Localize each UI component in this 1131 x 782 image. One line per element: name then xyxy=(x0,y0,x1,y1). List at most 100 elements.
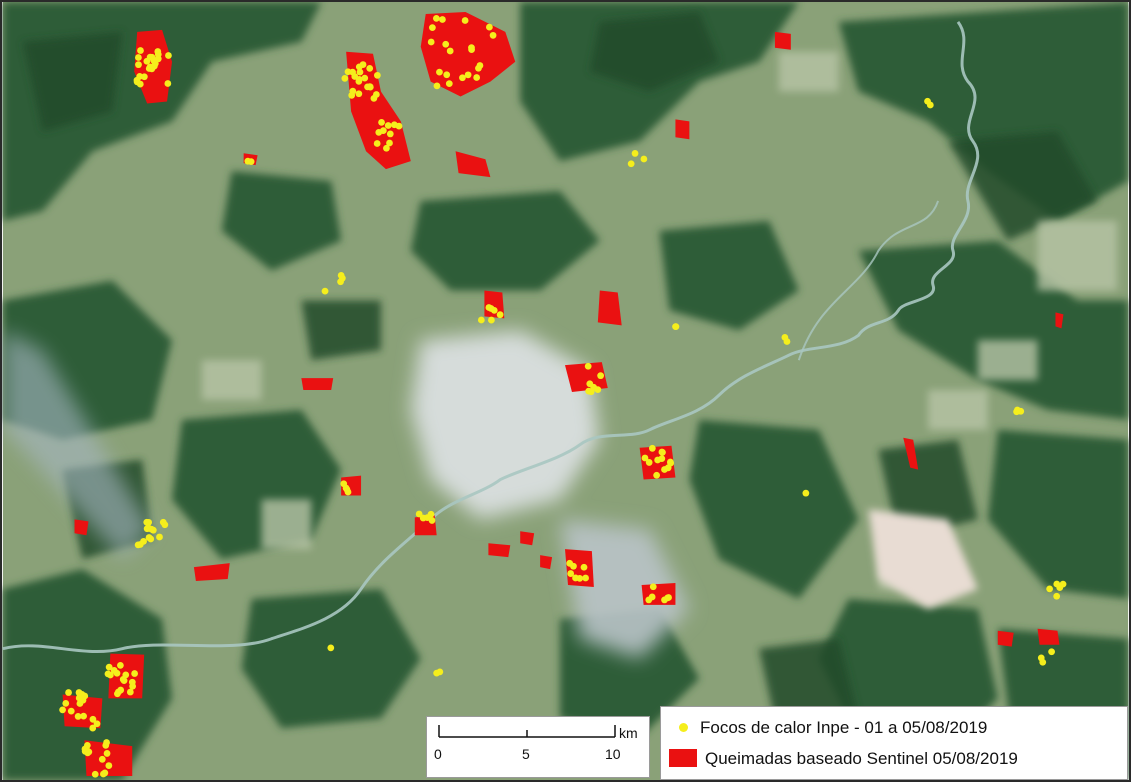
hotspot-point xyxy=(84,749,92,757)
hotspot-point xyxy=(1056,584,1064,591)
hotspot-point xyxy=(135,54,142,61)
hotspot-point xyxy=(468,46,475,53)
burned-area xyxy=(1037,628,1060,645)
hotspot-point xyxy=(473,74,481,81)
hotspot-point xyxy=(429,24,436,32)
hotspot-point xyxy=(477,316,485,324)
hotspot-point xyxy=(126,688,134,696)
hotspot-point xyxy=(1053,592,1061,600)
hotspot-point xyxy=(590,383,598,391)
hotspot-point xyxy=(383,144,390,152)
hotspot-point xyxy=(67,707,75,715)
hotspot-point xyxy=(327,644,335,652)
burned-area xyxy=(997,630,1014,647)
scale-unit: km xyxy=(619,725,638,741)
burned-area xyxy=(1055,312,1064,329)
hotspot-point xyxy=(415,510,423,518)
smoke-haze xyxy=(2,330,153,560)
hotspot-point xyxy=(135,61,142,69)
hotspot-point xyxy=(439,16,446,23)
hotspot-point xyxy=(459,74,466,82)
hotspot-point xyxy=(666,458,674,466)
hotspot-point xyxy=(665,594,672,601)
map-legend: Focos de calor Inpe - 01 a 05/08/2019 Qu… xyxy=(660,706,1128,780)
hotspot-point xyxy=(81,692,89,700)
hotspot-point xyxy=(379,127,387,135)
hotspot-point xyxy=(136,73,144,80)
sandy-field xyxy=(868,509,978,609)
hotspot-point xyxy=(165,52,172,59)
burned-area xyxy=(301,378,334,391)
hotspot-point xyxy=(443,71,451,79)
hotspot-point xyxy=(89,724,97,732)
hotspot-point xyxy=(373,71,381,79)
scale-bar-graphic xyxy=(438,725,616,738)
hotspot-point xyxy=(104,670,112,678)
burned-area xyxy=(565,362,608,392)
hotspot-point xyxy=(62,700,70,707)
legend-burned-label: Queimadas baseado Sentinel 05/08/2019 xyxy=(705,748,1018,768)
burned-area xyxy=(520,531,535,546)
hotspot-point xyxy=(247,158,255,165)
hotspot-point xyxy=(496,311,504,319)
hotspot-point xyxy=(89,715,97,723)
hotspot-point xyxy=(432,15,440,22)
hotspot-point xyxy=(337,278,344,286)
scale-tick-10: 10 xyxy=(605,746,621,762)
hotspot-point xyxy=(386,130,394,138)
hotspot-point xyxy=(1048,648,1055,656)
legend-hotspots-label: Focos de calor Inpe - 01 a 05/08/2019 xyxy=(700,718,988,737)
hotspot-point xyxy=(641,454,649,462)
hotspot-point xyxy=(74,713,82,720)
hotspot-point xyxy=(359,61,367,68)
hotspot-point xyxy=(570,562,577,570)
hotspot-point xyxy=(140,537,147,545)
hotspot-point xyxy=(99,770,107,778)
hotspot-point xyxy=(91,770,99,778)
hotspot-point xyxy=(653,471,661,479)
hotspot-symbol-icon xyxy=(679,723,688,732)
hotspot-point xyxy=(1046,585,1053,593)
hotspot-point xyxy=(373,140,381,147)
hotspot-point xyxy=(645,596,653,604)
hotspot-point xyxy=(1013,408,1020,416)
hotspot-point xyxy=(627,160,635,168)
hotspot-point xyxy=(351,73,359,80)
legend-burned: Queimadas baseado Sentinel 05/08/2019 xyxy=(669,749,1018,767)
hotspot-point xyxy=(147,535,155,543)
hotspot-point xyxy=(427,510,435,518)
hotspot-point xyxy=(65,689,72,696)
hotspot-point xyxy=(378,118,385,126)
hotspot-point xyxy=(145,65,153,72)
hotspot-point xyxy=(649,583,657,591)
hotspot-point xyxy=(584,362,592,370)
hotspot-point xyxy=(659,449,666,456)
hotspot-point xyxy=(103,750,111,757)
hotspot-point xyxy=(366,83,374,91)
burned-area xyxy=(193,563,230,582)
burned-area xyxy=(488,543,511,558)
burned-area xyxy=(84,740,133,777)
hotspot-point xyxy=(114,690,121,698)
hotspot-point xyxy=(356,68,364,76)
hotspot-point xyxy=(133,78,141,86)
hotspot-point xyxy=(164,80,172,87)
hotspot-point xyxy=(654,456,662,464)
hotspot-point xyxy=(105,762,113,769)
hotspot-point xyxy=(105,663,113,671)
burned-area xyxy=(346,51,411,170)
hotspot-point xyxy=(631,150,639,157)
legend-hotspots: Focos de calor Inpe - 01 a 05/08/2019 xyxy=(669,719,987,736)
hotspot-point xyxy=(150,57,158,64)
hotspot-point xyxy=(75,689,83,696)
hotspot-point xyxy=(433,82,441,90)
hotspot-point xyxy=(645,459,653,466)
hotspot-point xyxy=(445,80,453,87)
hotspot-point xyxy=(131,670,138,677)
hotspot-point xyxy=(580,563,588,571)
hotspot-point xyxy=(150,62,158,70)
hotspot-point xyxy=(122,671,130,679)
hotspot-point xyxy=(59,706,66,714)
